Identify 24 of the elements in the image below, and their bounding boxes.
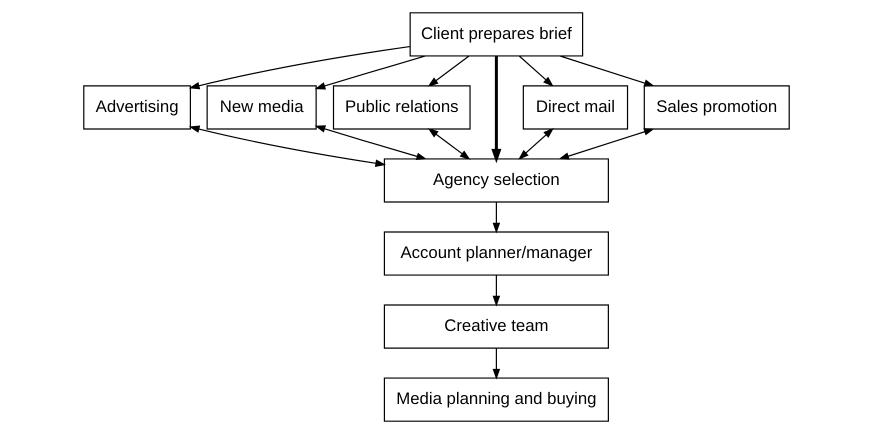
arrow	[492, 348, 500, 380]
arrow	[314, 55, 426, 90]
node-box: Public relations	[332, 85, 470, 130]
node-box: New media	[206, 85, 316, 130]
node-box: Account planner/manager	[383, 231, 608, 276]
node-box: Sales promotion	[643, 85, 790, 130]
arrow	[490, 56, 501, 164]
arrow	[492, 275, 500, 307]
arrow	[188, 125, 386, 167]
arrow	[559, 55, 654, 87]
arrow	[427, 56, 469, 87]
node-box: Agency selection	[383, 158, 608, 203]
arrow	[188, 46, 410, 90]
arrow	[518, 128, 554, 160]
arrow	[314, 125, 427, 160]
arrow	[558, 128, 654, 160]
arrow	[492, 202, 500, 234]
node-box: Client prepares brief	[409, 12, 583, 57]
node-box: Creative team	[383, 304, 608, 349]
node-box: Advertising	[82, 85, 190, 130]
arrow	[427, 128, 470, 160]
arrow	[518, 56, 554, 87]
node-box: Direct mail	[522, 85, 628, 130]
node-box: Media planning and buying	[383, 377, 608, 422]
